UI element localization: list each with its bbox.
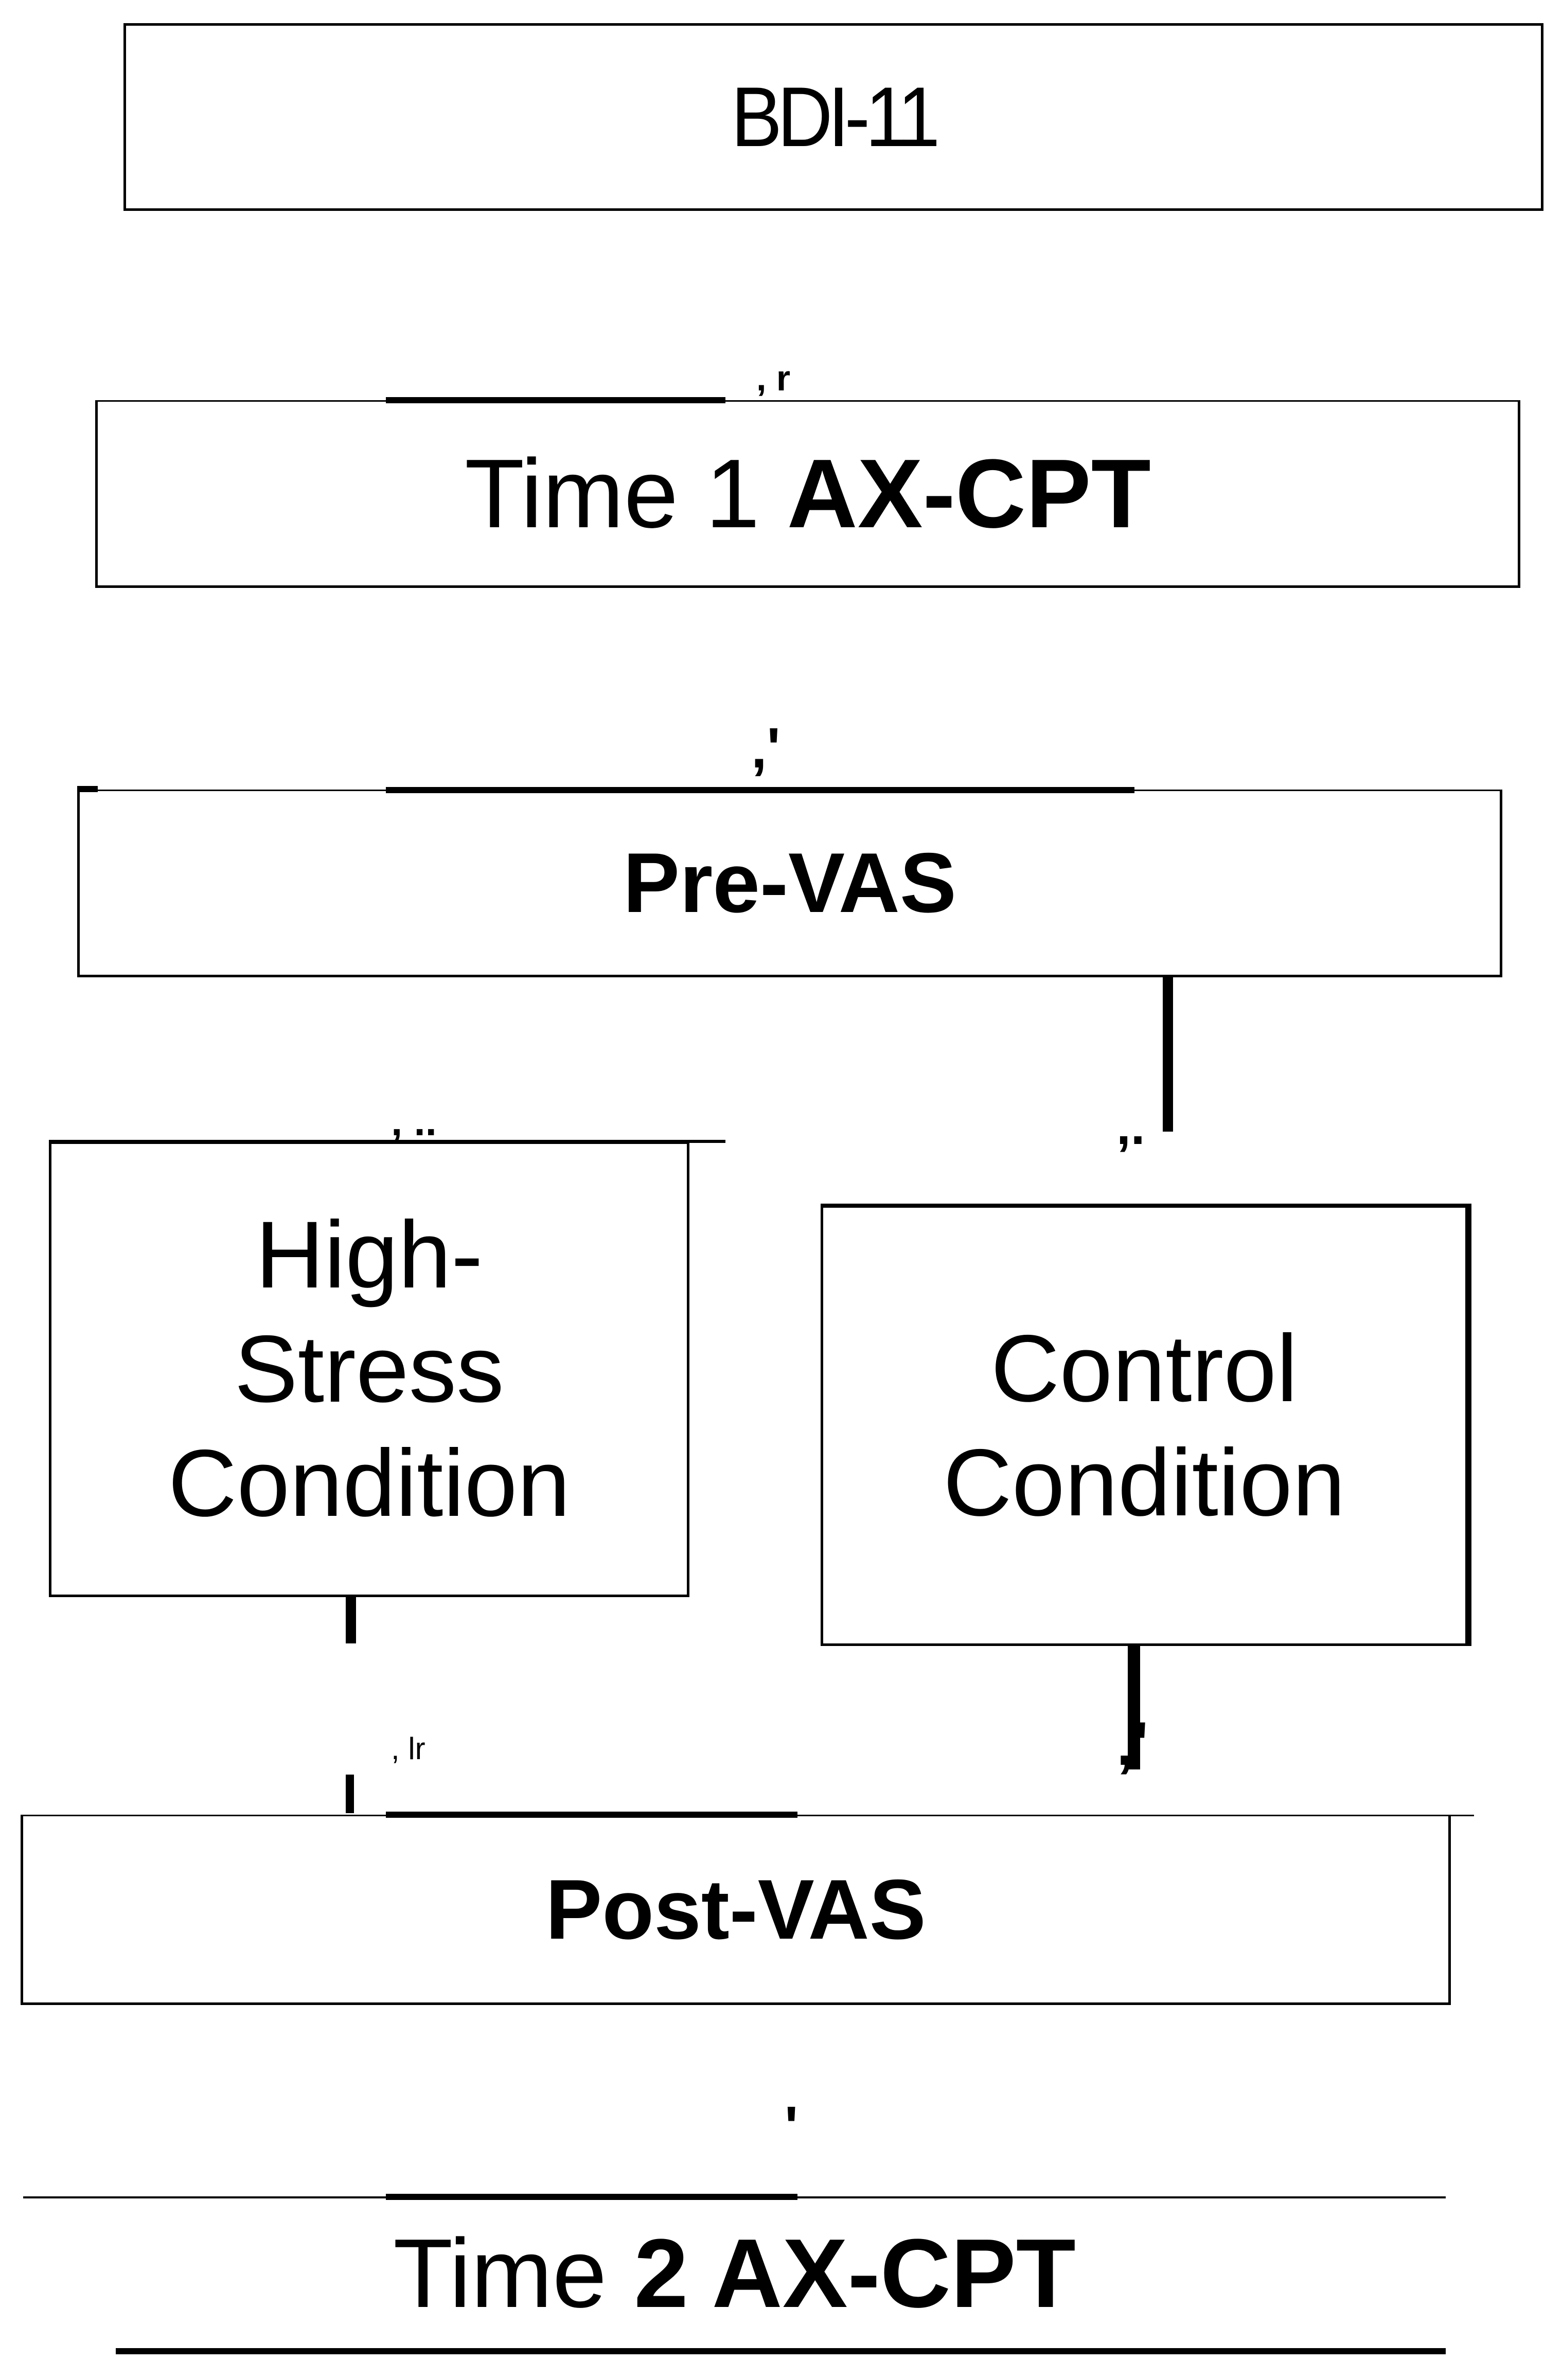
pre-vas-box: Pre-VAS [77,790,1502,977]
pre-vas-top-accent [386,787,1134,793]
high-stress-top-extension [49,1140,725,1143]
time2-task: 2 AX-CPT [634,2219,1076,2328]
time1-prefix: Time 1 [465,439,760,548]
connector-high-stress-to-post [346,1597,356,1643]
high-stress-condition-label: High- Stress Condition [168,1198,571,1541]
time2-ax-cpt-label: Time 2 AX-CPT [393,2225,1076,2322]
artifact-mark: , lr [391,1731,425,1766]
artifact-mark: ,' [751,717,780,780]
time1-ax-cpt-box: Time 1 AX-CPT [95,400,1520,588]
bdi-11-box: BDI-11 [123,23,1543,211]
connector-pre-to-control [1163,977,1173,1132]
time2-ax-cpt-box: Time 2 AX-CPT [23,2199,1446,2348]
control-condition-box: Control Condition [821,1204,1471,1646]
time1-top-accent [386,397,725,403]
high-stress-condition-box: High- Stress Condition [49,1142,689,1597]
high-stress-line3: Condition [168,1430,571,1536]
control-line1: Control [990,1315,1298,1422]
time1-task: AX-CPT [787,439,1151,548]
control-line2: Condition [943,1429,1345,1536]
post-vas-label: Post-VAS [545,1862,926,1957]
post-vas-top-accent [386,1812,797,1818]
artifact-mark: ,. [1116,1098,1145,1155]
pre-vas-label: Pre-VAS [623,835,956,930]
post-vas-top-extension [1441,1815,1474,1816]
bdi-11-label: BDI-11 [731,69,940,164]
artifact-mark: ' [785,2095,798,2158]
connector-high-stress-to-post-2 [346,1775,354,1813]
artifact-mark: , r [756,358,791,398]
time2-bottom-line [116,2348,1446,2354]
high-stress-line2: Stress [234,1316,504,1422]
pre-vas-left-tick [77,786,98,792]
time1-ax-cpt-label: Time 1 AX-CPT [465,445,1151,543]
artifact-mark: , .. [391,1098,437,1144]
control-condition-label: Control Condition [943,1312,1345,1540]
post-vas-box: Post-VAS [21,1815,1451,2005]
high-stress-line1: High- [255,1202,483,1308]
connector-control-to-post [1128,1646,1140,1769]
time2-top-accent [386,2194,797,2200]
artifact-mark: ,' [1116,1709,1148,1778]
time2-prefix: Time [393,2219,607,2328]
